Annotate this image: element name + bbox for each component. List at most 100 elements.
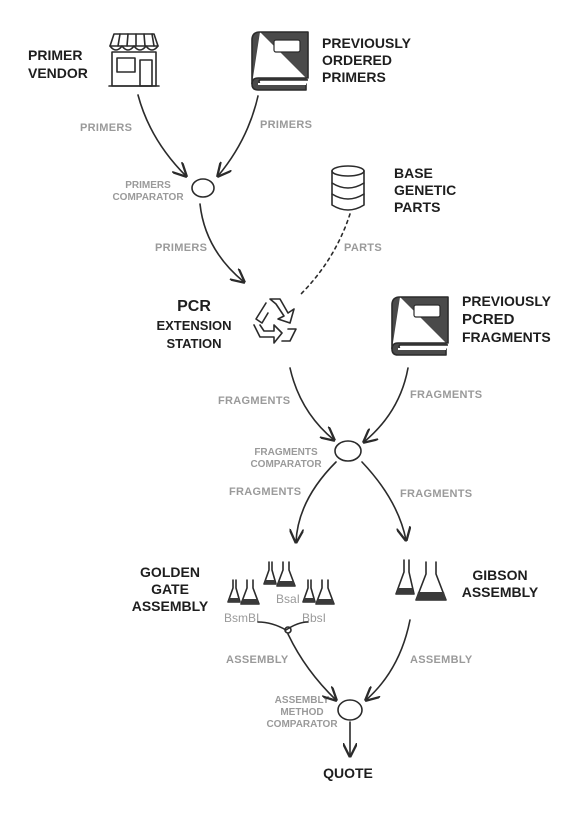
gibson-line-2: ASSEMBLY <box>462 584 539 600</box>
assembly-comparator-node <box>337 699 363 721</box>
primer-vendor-label: PRIMER VENDOR <box>28 47 88 81</box>
edge-label-gibson-asm: ASSEMBLY <box>410 654 473 666</box>
svg-text:COMPARATOR: COMPARATOR <box>112 192 184 203</box>
edge-pcr-to-fragcomp <box>289 367 334 440</box>
database-icon <box>331 165 365 211</box>
svg-text:PRIMER: PRIMER <box>28 47 82 63</box>
edge-vendor-to-comparator <box>137 94 186 176</box>
prev-ordered-line-2: ORDERED <box>322 52 392 68</box>
edge-label-vendor: PRIMERS <box>80 122 132 134</box>
frag-comp-line-2: COMPARATOR <box>250 459 322 470</box>
svg-text:GIBSON: GIBSON <box>472 567 527 583</box>
svg-text:PREVIOUSLY: PREVIOUSLY <box>322 35 412 51</box>
edge-label-pcred-frag: FRAGMENTS <box>410 389 482 401</box>
flask-icon <box>263 561 296 587</box>
primers-comparator-label: PRIMERS COMPARATOR <box>112 180 184 203</box>
svg-text:FRAGMENTS: FRAGMENTS <box>254 447 318 458</box>
svg-text:METHOD: METHOD <box>280 707 323 718</box>
fragments-comparator-node <box>334 440 362 462</box>
edge-pcred-to-fragcomp <box>364 367 409 442</box>
prev-ordered-line-1: PREVIOUSLY <box>322 35 412 51</box>
base-parts-label: BASE GENETIC PARTS <box>394 165 456 215</box>
svg-text:COMPARATOR: COMPARATOR <box>250 459 322 470</box>
enzyme-junction <box>257 621 309 631</box>
pcr-line-1: PCR <box>177 298 211 315</box>
edge-label-frag-golden: FRAGMENTS <box>229 486 301 498</box>
edge-ordered-to-comparator <box>218 95 259 176</box>
edge-label-golden-asm: ASSEMBLY <box>226 654 289 666</box>
edge-parts-to-pcr <box>299 213 351 296</box>
edge-comparator-to-pcr <box>199 203 244 282</box>
pcr-line-2: EXTENSION <box>156 318 231 333</box>
pcr-station-label: PCR EXTENSION STATION <box>156 298 231 351</box>
fragments-comparator-label: FRAGMENTS COMPARATOR <box>250 447 322 470</box>
flask-icon <box>395 559 447 601</box>
svg-text:GATE: GATE <box>151 581 189 597</box>
frag-comp-line-1: FRAGMENTS <box>254 447 318 458</box>
base-parts-line-2: GENETIC <box>394 182 456 198</box>
asm-comp-line-1: ASSEMBLY <box>275 695 330 706</box>
primer-vendor-line-2: VENDOR <box>28 65 88 81</box>
book-icon <box>251 31 309 91</box>
svg-text:ASSEMBLY: ASSEMBLY <box>132 598 209 614</box>
storefront-icon <box>108 33 160 87</box>
edge-label-ordered: PRIMERS <box>260 119 312 131</box>
flask-icon <box>302 579 335 605</box>
svg-text:FRAGMENTS: FRAGMENTS <box>462 329 551 345</box>
edge-fragcomp-to-gibson <box>361 461 406 540</box>
golden-gate-label: GOLDEN GATE ASSEMBLY <box>132 564 209 614</box>
edge-label-parts: PARTS <box>344 242 382 254</box>
base-parts-line-1: BASE <box>394 165 433 181</box>
golden-line-3: ASSEMBLY <box>132 598 209 614</box>
prev-pcred-line-1: PREVIOUSLY <box>462 293 552 309</box>
pcr-line-3: STATION <box>166 336 221 351</box>
gibson-line-1: GIBSON <box>472 567 527 583</box>
svg-text:PARTS: PARTS <box>394 199 440 215</box>
quote-label: QUOTE <box>323 765 373 781</box>
prev-ordered-line-3: PRIMERS <box>322 69 386 85</box>
enzyme-bsmbi: BsmBI <box>224 611 259 625</box>
primers-comp-line-2: COMPARATOR <box>112 192 184 203</box>
primers-comparator-node <box>191 178 215 198</box>
base-parts-line-3: PARTS <box>394 199 440 215</box>
svg-text:PRIMERS: PRIMERS <box>322 69 386 85</box>
svg-text:COMPARATOR: COMPARATOR <box>266 719 338 730</box>
golden-line-2: GATE <box>151 581 189 597</box>
asm-comp-line-2: METHOD <box>280 707 323 718</box>
svg-text:EXTENSION: EXTENSION <box>156 318 231 333</box>
svg-text:ASSEMBLY: ASSEMBLY <box>275 695 330 706</box>
prev-pcred-line-3: FRAGMENTS <box>462 329 551 345</box>
previously-pcred-label: PREVIOUSLY PCRED FRAGMENTS <box>462 293 552 345</box>
enzyme-bsai: BsaI <box>276 592 300 606</box>
svg-text:STATION: STATION <box>166 336 221 351</box>
svg-text:GOLDEN: GOLDEN <box>140 564 200 580</box>
golden-line-1: GOLDEN <box>140 564 200 580</box>
edge-label-comp-pcr: PRIMERS <box>155 242 207 254</box>
edge-golden-to-asmcomp <box>287 633 336 700</box>
prev-pcred-line-2: PCRED <box>462 311 515 328</box>
svg-text:PCRED: PCRED <box>462 311 515 328</box>
edge-fragcomp-to-golden <box>296 461 337 542</box>
previously-ordered-label: PREVIOUSLY ORDERED PRIMERS <box>322 35 412 85</box>
asm-comp-line-3: COMPARATOR <box>266 719 338 730</box>
svg-text:PRIMERS: PRIMERS <box>125 180 171 191</box>
book-icon <box>391 296 449 356</box>
gibson-label: GIBSON ASSEMBLY <box>462 567 539 600</box>
primer-vendor-line-1: PRIMER <box>28 47 82 63</box>
edge-gibson-to-asmcomp <box>366 619 411 700</box>
edge-label-pcr-frag: FRAGMENTS <box>218 395 290 407</box>
svg-text:ASSEMBLY: ASSEMBLY <box>462 584 539 600</box>
svg-text:VENDOR: VENDOR <box>28 65 88 81</box>
svg-text:BASE: BASE <box>394 165 433 181</box>
svg-text:ORDERED: ORDERED <box>322 52 392 68</box>
svg-text:GENETIC: GENETIC <box>394 182 456 198</box>
edge-label-frag-gibson: FRAGMENTS <box>400 488 472 500</box>
svg-text:PCR: PCR <box>177 298 211 315</box>
recycle-icon <box>253 298 297 344</box>
flask-icon <box>227 579 260 605</box>
svg-text:PREVIOUSLY: PREVIOUSLY <box>462 293 552 309</box>
assembly-comparator-label: ASSEMBLY METHOD COMPARATOR <box>266 695 338 730</box>
primers-comp-line-1: PRIMERS <box>125 180 171 191</box>
enzyme-junction-dot <box>284 626 292 634</box>
